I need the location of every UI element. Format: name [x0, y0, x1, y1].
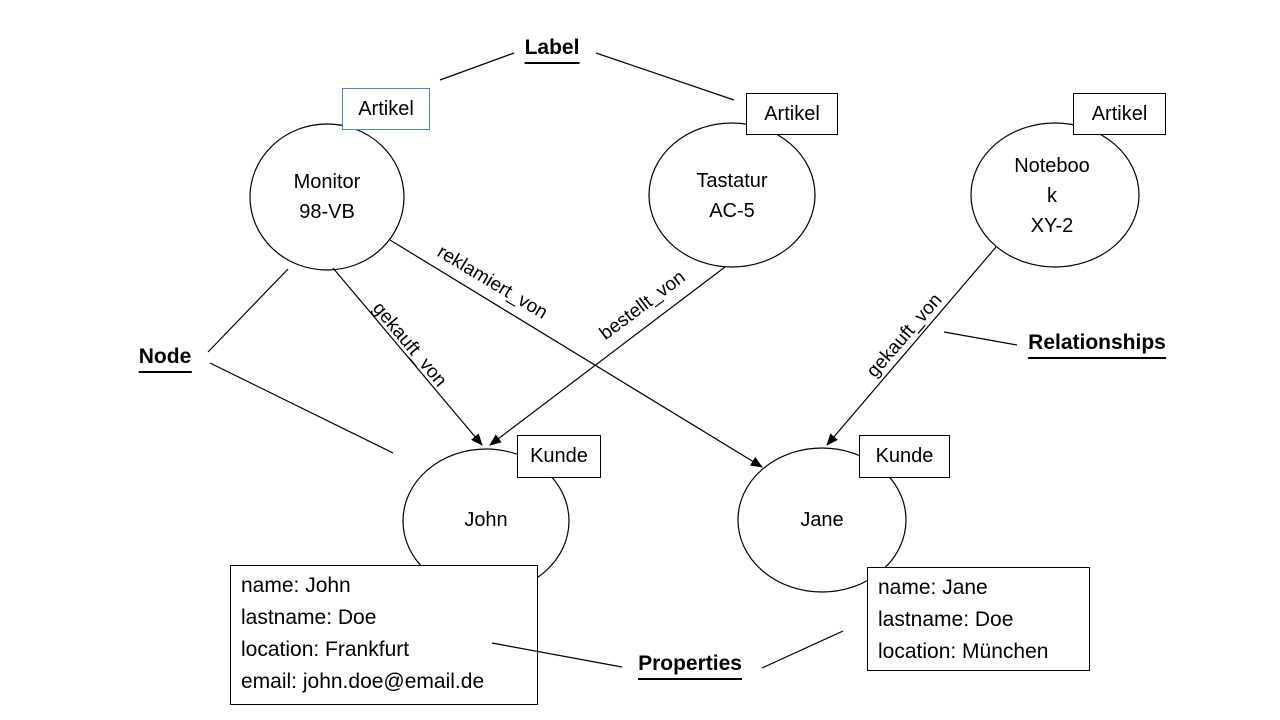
properties-box-john: name: John lastname: Doe location: Frank…: [230, 565, 538, 705]
annotation-properties-text: Properties: [638, 652, 742, 680]
property-line: location: Frankfurt: [241, 638, 410, 661]
node-text-monitor: Monitor 98-VB: [294, 167, 361, 227]
property-line: name: Jane: [878, 576, 988, 599]
label-box-text: Artikel: [1091, 102, 1148, 125]
node-text-john: John: [464, 505, 507, 535]
label-box-artikel-tastatur: Artikel: [746, 93, 838, 135]
node-text-line: 98-VB: [299, 201, 355, 223]
node-text-line: Tastatur: [696, 170, 768, 192]
label-box-kunde-jane: Kunde: [859, 435, 950, 478]
node-text-jane: Jane: [800, 505, 843, 535]
connector-relationships: [943, 331, 1018, 346]
property-line: email: john.doe@email.de: [241, 670, 485, 693]
annotation-node-text: Node: [138, 345, 192, 373]
label-box-text: Artikel: [358, 97, 414, 120]
node-text-line: AC-5: [709, 200, 755, 222]
node-text-line: Monitor: [293, 171, 361, 193]
label-box-kunde-john: Kunde: [517, 435, 601, 478]
label-box-text: Artikel: [764, 102, 820, 125]
annotation-node: Node: [138, 345, 192, 373]
annotation-properties: Properties: [638, 652, 742, 680]
relationship-label-gekauft-von-left: gekauft_von: [368, 298, 451, 392]
edge-notebook-jane-gekauft-von: [826, 246, 997, 446]
properties-box-jane: name: Jane lastname: Doe location: Münch…: [867, 567, 1090, 671]
node-text-notebook: Noteboo k XY-2: [1014, 151, 1090, 241]
node-text-line: John: [464, 509, 508, 531]
annotation-relationships: Relationships: [1028, 331, 1166, 359]
node-text-line: k: [1047, 185, 1057, 207]
connector-node-upper: [207, 268, 289, 353]
property-line: lastname: Doe: [878, 608, 1014, 631]
annotation-relationships-text: Relationships: [1028, 331, 1166, 359]
label-box-artikel-notebook: Artikel: [1073, 93, 1166, 135]
relationship-label-reklamiert-von: reklamiert_von: [433, 241, 552, 324]
annotation-label-text: Label: [524, 36, 580, 64]
property-line: lastname: Doe: [241, 606, 377, 629]
relationship-label-bestellt-von: bestellt_von: [595, 266, 690, 345]
label-box-text: Kunde: [875, 445, 934, 467]
edge-monitor-jane-reklamiert-von: [389, 239, 763, 468]
connector-node-lower: [209, 362, 394, 454]
connector-label-left: [439, 52, 515, 81]
connector-label-right: [595, 52, 735, 101]
node-text-line: Noteboo: [1014, 155, 1090, 177]
label-box-text: Kunde: [530, 445, 588, 467]
node-text-line: XY-2: [1030, 215, 1074, 237]
connector-properties-right: [761, 630, 844, 669]
property-line: name: John: [241, 574, 351, 597]
label-box-artikel-monitor: Artikel: [342, 88, 430, 130]
node-text-tastatur: Tastatur AC-5: [696, 166, 767, 226]
annotation-label: Label: [524, 36, 580, 64]
node-text-line: Jane: [800, 509, 844, 531]
relationship-label-gekauft-von-right: gekauft_von: [862, 289, 947, 382]
property-line: location: München: [878, 640, 1049, 663]
